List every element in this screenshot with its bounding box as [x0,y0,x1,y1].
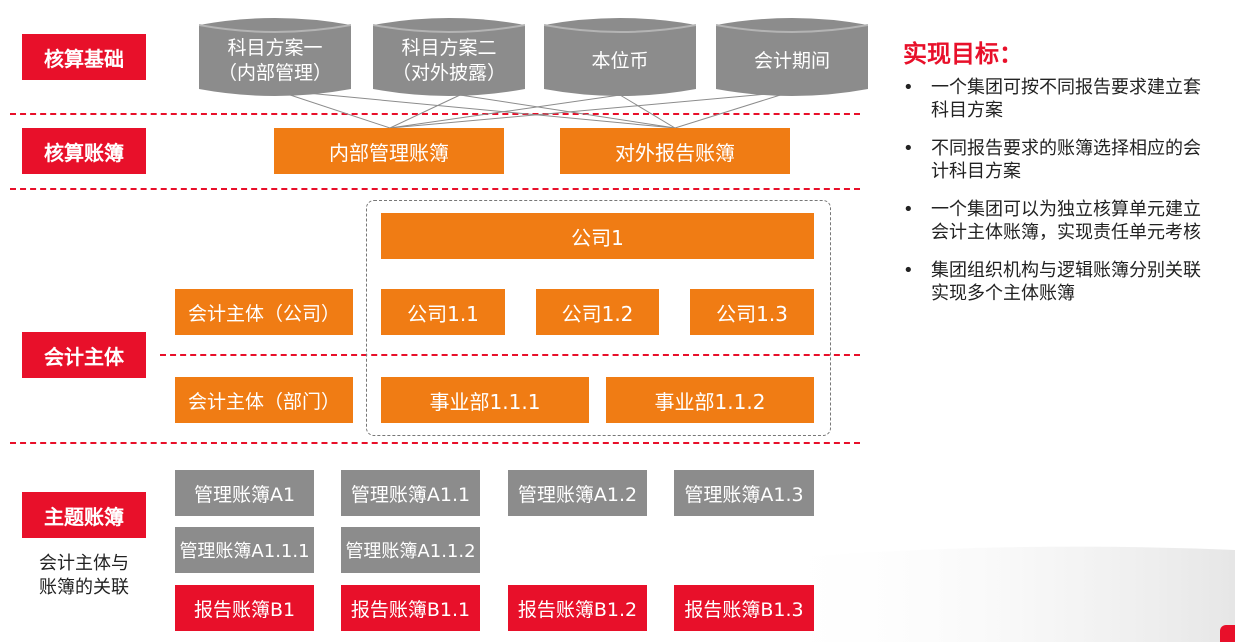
goal-line2: 会计主体账簿，实现责任单元考核 [931,222,1201,243]
management-ledger: 管理账簿A1 [175,470,314,516]
cylinder-accounting-period: 会计期间 [716,15,868,99]
separator-line [10,442,860,444]
goal-item: • 一个集团可以为独立核算单元建立 会计主体账簿，实现责任单元考核 [903,198,1233,244]
management-ledger: 管理账簿A1.2 [508,470,647,516]
company-root: 公司1 [381,213,814,259]
division-node: 事业部1.1.2 [606,377,814,423]
goal-line2: 科目方案 [931,100,1003,121]
cylinder-line2: （内部管理） [217,62,332,84]
goal-item: • 一个集团可按不同报告要求建立套 科目方案 [903,76,1233,122]
section-label-accounting-basis: 核算基础 [22,34,146,80]
goals-list: • 一个集团可按不同报告要求建立套 科目方案 • 不同报告要求的账簿选择相应的会… [903,76,1233,320]
cylinder-base-currency: 本位币 [544,15,696,99]
subject-caption: 会计主体与 账簿的关联 [22,552,146,600]
goal-item: • 不同报告要求的账簿选择相应的会 计科目方案 [903,137,1233,183]
report-ledger: 报告账簿B1.1 [341,585,480,631]
caption-line2: 账簿的关联 [39,577,129,598]
cylinder-line1: 本位币 [591,49,649,72]
company-node: 公司1.1 [381,289,505,335]
division-node: 事业部1.1.1 [381,377,589,423]
company-node: 公司1.2 [536,289,659,335]
management-ledger: 管理账簿A1.1 [341,470,480,516]
separator-line [10,188,860,190]
goal-line1: 不同报告要求的账簿选择相应的会 [931,138,1201,159]
goal-line1: 一个集团可按不同报告要求建立套 [931,77,1201,98]
goal-line2: 实现多个主体账簿 [931,283,1075,304]
entity-label-company: 会计主体（公司） [175,289,353,335]
separator-line [10,113,860,115]
connector-lines [274,89,791,129]
management-ledger: 管理账簿A1.3 [674,470,814,516]
report-ledger: 报告账簿B1 [175,585,314,631]
section-label-accounting-entity: 会计主体 [22,332,146,378]
cylinder-line2: （对外披露） [391,62,506,84]
cylinder-line1: 会计期间 [753,49,830,72]
bullet: • [903,77,914,98]
report-ledger: 报告账簿B1.2 [508,585,647,631]
goal-line1: 一个集团可以为独立核算单元建立 [931,199,1201,220]
bullet: • [903,260,914,281]
cylinder-chart-of-accounts-2: 科目方案二 （对外披露） [373,15,525,99]
goal-item: • 集团组织机构与逻辑账簿分别关联 实现多个主体账簿 [903,259,1233,305]
corner-logo-fragment [1220,625,1235,642]
caption-line1: 会计主体与 [39,553,129,574]
ledger-internal-management: 内部管理账簿 [274,128,504,174]
section-label-accounting-ledger: 核算账簿 [22,128,146,174]
goal-line2: 计科目方案 [931,161,1021,182]
ledger-external-report: 对外报告账簿 [560,128,790,174]
goals-title: 实现目标： [903,40,1023,68]
background-swoosh [760,546,1235,642]
bullet: • [903,199,914,220]
management-ledger: 管理账簿A1.1.2 [341,527,480,573]
cylinder-chart-of-accounts-1: 科目方案一 （内部管理） [199,15,351,99]
management-ledger: 管理账簿A1.1.1 [175,527,314,573]
entity-label-department: 会计主体（部门） [175,377,353,423]
section-label-subject-ledger: 主题账簿 [22,492,146,538]
entity-group-container [366,200,831,436]
separator-line [160,354,860,356]
cylinder-line1: 科目方案一 [227,37,323,59]
goal-line1: 集团组织机构与逻辑账簿分别关联 [931,260,1201,281]
company-node: 公司1.3 [690,289,814,335]
cylinder-line1: 科目方案二 [401,37,497,59]
report-ledger: 报告账簿B1.3 [674,585,814,631]
bullet: • [903,138,914,159]
